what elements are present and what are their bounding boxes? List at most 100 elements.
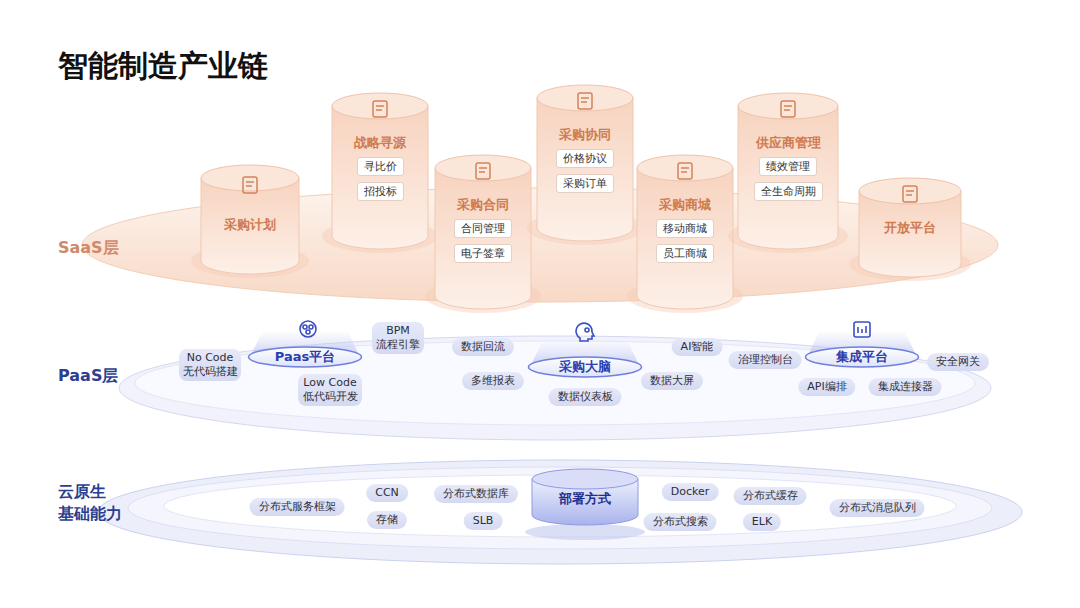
node-label: 数据大屏 bbox=[650, 374, 694, 388]
feature-tag: 价格协议 bbox=[556, 149, 614, 168]
node-label: 分布式缓存 bbox=[743, 489, 798, 503]
node-label: 采购大脑 bbox=[528, 356, 643, 378]
node-label: ELK bbox=[752, 515, 772, 529]
base-ring bbox=[128, 467, 992, 549]
capability-tag: 集成连接器 bbox=[869, 378, 942, 396]
capability-tag: 多维报表 bbox=[462, 372, 524, 390]
node-label: 价格协议 bbox=[563, 151, 607, 166]
capability-tag: 存储 bbox=[367, 511, 407, 529]
feature-tag: 全生命周期 bbox=[754, 182, 823, 201]
platform-disc: 采购大脑 bbox=[528, 356, 643, 378]
platform-disc: 集成平台 bbox=[805, 346, 920, 368]
capability-tag: 治理控制台 bbox=[729, 351, 802, 369]
saas-module: 战略寻源寻比价招投标 bbox=[332, 93, 428, 249]
capability-tag: AI智能 bbox=[672, 338, 723, 356]
diagram-title: 智能制造产业链 bbox=[58, 46, 268, 87]
node-label: API编排 bbox=[807, 380, 846, 394]
module-icon bbox=[781, 101, 795, 117]
layer-label: 云原生 基础能力 bbox=[58, 481, 126, 525]
capability-tag: SLB bbox=[464, 512, 503, 530]
node-label: 采购订单 bbox=[563, 176, 607, 191]
saas-module: 供应商管理绩效管理全生命周期 bbox=[738, 93, 838, 249]
node-label: 员工商城 bbox=[663, 246, 707, 261]
feature-tag: 电子签章 bbox=[454, 244, 512, 263]
feature-tag: 寻比价 bbox=[357, 157, 404, 176]
feature-tag: 员工商城 bbox=[656, 244, 714, 263]
module-title: 战略寻源 bbox=[354, 135, 406, 151]
capability-tag: 分布式数据库 bbox=[434, 485, 518, 503]
node-label: 安全网关 bbox=[936, 355, 980, 369]
node-label: SLB bbox=[473, 514, 494, 528]
capability-tag: Docker bbox=[662, 483, 719, 501]
capability-tag: No Code 无代码搭建 bbox=[179, 349, 241, 381]
module-icon bbox=[903, 186, 917, 202]
node-label: Low Code 低代码开发 bbox=[302, 376, 358, 404]
node-label: 全生命周期 bbox=[761, 184, 816, 199]
node-label: 数据回流 bbox=[461, 340, 505, 354]
saas-module: 采购协同价格协议采购订单 bbox=[537, 85, 633, 241]
node-label: 部署方式 bbox=[559, 486, 611, 508]
node-label: 治理控制台 bbox=[738, 353, 793, 367]
node-label: 合同管理 bbox=[461, 221, 505, 236]
feature-tag: 招投标 bbox=[357, 182, 404, 201]
module-title: 采购计划 bbox=[224, 217, 276, 233]
node-label: AI智能 bbox=[681, 340, 714, 354]
capability-tag: 数据大屏 bbox=[641, 372, 703, 390]
module-icon bbox=[373, 101, 387, 117]
node-label: 电子签章 bbox=[461, 246, 505, 261]
node-label: 寻比价 bbox=[364, 159, 397, 174]
node-label: Docker bbox=[671, 485, 710, 499]
saas-module: 采购合同合同管理电子签章 bbox=[435, 155, 531, 309]
base-platform bbox=[98, 460, 1022, 564]
deploy-cylinder: 部署方式 bbox=[532, 469, 638, 525]
module-title: 采购商城 bbox=[659, 197, 711, 213]
feature-tag: 合同管理 bbox=[454, 219, 512, 238]
node-label: 分布式数据库 bbox=[443, 487, 509, 501]
module-title: 供应商管理 bbox=[756, 135, 821, 151]
module-icon bbox=[578, 93, 592, 109]
node-label: 存储 bbox=[376, 513, 398, 527]
capability-tag: BPM 流程引擎 bbox=[372, 322, 424, 354]
capability-tag: API编排 bbox=[798, 378, 855, 396]
node-label: No Code 无代码搭建 bbox=[183, 351, 237, 379]
module-icon bbox=[243, 177, 257, 193]
node-label: 数据仪表板 bbox=[558, 390, 613, 404]
feature-tag: 采购订单 bbox=[556, 174, 614, 193]
module-icon bbox=[476, 163, 490, 179]
node-label: 分布式消息队列 bbox=[839, 501, 916, 515]
node-label: CCN bbox=[375, 486, 399, 500]
capability-tag: CCN bbox=[366, 484, 408, 502]
capability-tag: ELK bbox=[743, 513, 781, 531]
paas-platform-top bbox=[135, 341, 975, 425]
saas-module: 开放平台 bbox=[859, 178, 961, 277]
capability-tag: 安全网关 bbox=[927, 353, 989, 371]
node-label: 移动商城 bbox=[663, 221, 707, 236]
node-label: 分布式搜索 bbox=[653, 515, 708, 529]
saas-module: 采购商城移动商城员工商城 bbox=[637, 155, 733, 309]
feature-tag: 绩效管理 bbox=[759, 157, 817, 176]
node-label: 集成平台 bbox=[805, 346, 920, 368]
node-label: 招投标 bbox=[364, 184, 397, 199]
node-label: 集成连接器 bbox=[878, 380, 933, 394]
capability-tag: 分布式消息队列 bbox=[830, 499, 925, 517]
platform-disc: Paas平台 bbox=[248, 346, 363, 368]
module-icon bbox=[678, 163, 692, 179]
capability-tag: 分布式服务框架 bbox=[250, 498, 345, 516]
deploy-glow bbox=[525, 524, 645, 540]
capability-tag: 分布式搜索 bbox=[644, 513, 717, 531]
layer-label: PaaS层 bbox=[58, 365, 138, 387]
capability-tag: 分布式缓存 bbox=[734, 487, 807, 505]
capability-tag: 数据回流 bbox=[452, 338, 514, 356]
node-label: 多维报表 bbox=[471, 374, 515, 388]
module-title: 开放平台 bbox=[884, 220, 936, 236]
node-label: 分布式服务框架 bbox=[259, 500, 336, 514]
module-title: 采购合同 bbox=[457, 197, 509, 213]
paas-platform bbox=[119, 336, 991, 440]
module-title: 采购协同 bbox=[559, 127, 611, 143]
feature-tag: 移动商城 bbox=[656, 219, 714, 238]
saas-module: 采购计划 bbox=[201, 165, 299, 274]
layer-label: SaaS层 bbox=[58, 237, 138, 259]
node-label: 绩效管理 bbox=[766, 159, 810, 174]
node-label: BPM 流程引擎 bbox=[376, 324, 420, 352]
